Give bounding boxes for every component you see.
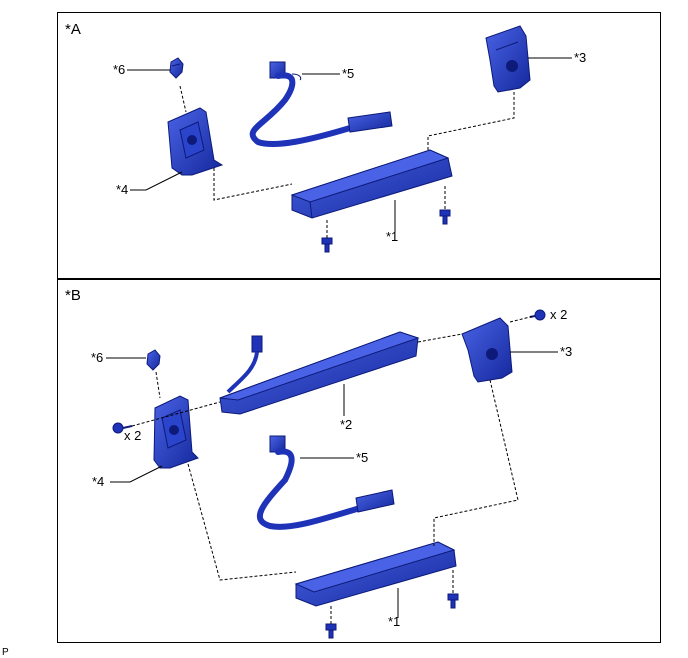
page-code: P [2,647,9,658]
panel-b [57,279,661,643]
bolt-a-right [439,209,451,225]
part-1-unit-a [290,149,453,219]
bolt-b-bottom-right [447,593,459,609]
panel-a [57,12,661,279]
part-5-harness-b [256,435,395,530]
bolt-b-bottom-left [325,623,337,639]
guide-lines-b [131,315,535,624]
quantity-label-right: x 2 [550,307,568,322]
part-3-bracket-a [485,25,531,93]
callout-b-5: *5 [356,450,369,465]
callout-b-2: *2 [340,417,353,432]
part-6-clip-a [169,57,184,79]
leader-lines-b [106,351,558,618]
quantity-label-left: x 2 [124,428,142,443]
callout-b-3: *3 [560,344,573,359]
part-6-clip-b [146,349,161,371]
screw-b-left [112,422,133,434]
part-5-harness-a [249,61,393,147]
callout-a-3: *3 [574,50,587,65]
bolt-a-left [321,237,333,253]
part-2-unit-b [219,331,420,415]
callout-a-1: *1 [386,229,399,244]
part-4-bracket-b [153,395,199,469]
callout-a-5: *5 [342,66,355,81]
panel-b-tag: *B [65,287,81,304]
callout-b-4: *4 [92,474,105,489]
callout-a-4: *4 [116,182,129,197]
callout-b-1: *1 [388,614,401,629]
callout-a-6: *6 [113,62,126,77]
part-1-unit-b [294,541,457,607]
screw-b-right [529,309,546,321]
callout-b-6: *6 [91,350,104,365]
panel-a-tag: *A [65,21,81,38]
leader-lines-a [127,57,572,232]
guide-lines-a [179,85,515,238]
part-3-bracket-b [461,317,513,383]
part-4-bracket-a [167,107,224,176]
